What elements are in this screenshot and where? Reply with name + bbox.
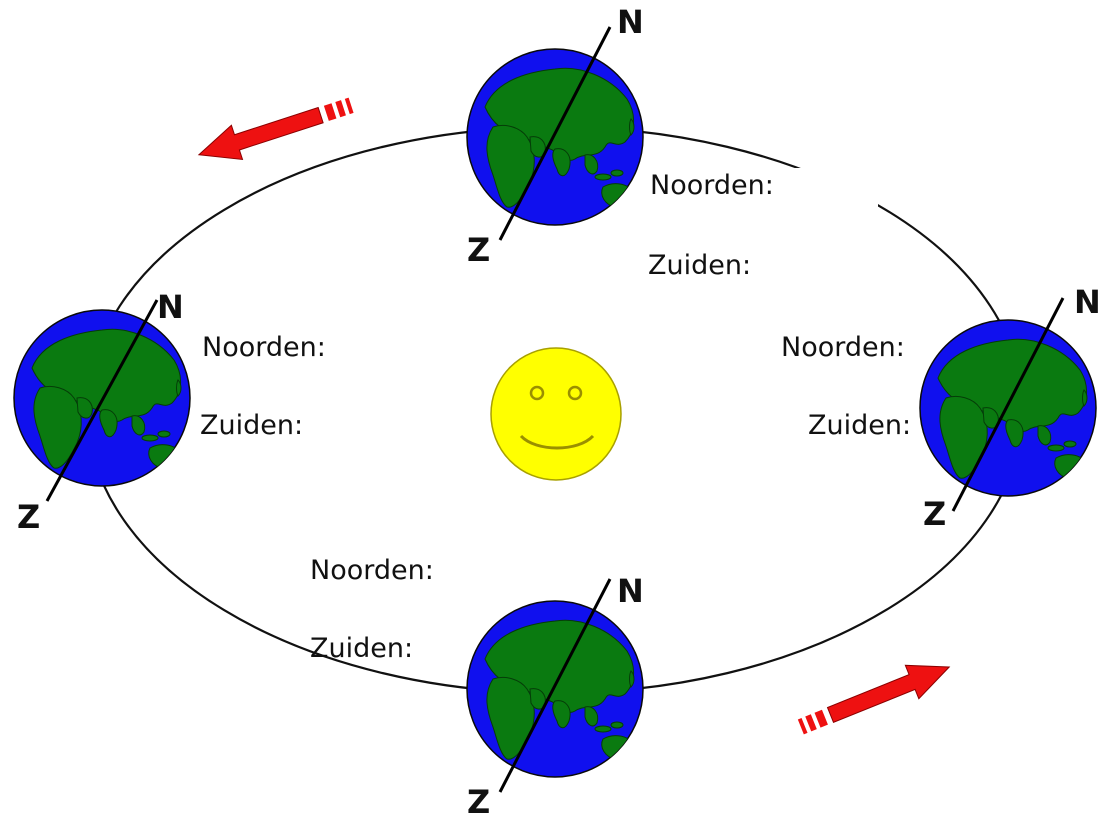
globe-icon — [467, 601, 643, 777]
earth-bottom-pole-south: Z — [467, 783, 490, 816]
earth-right: N Z — [920, 283, 1098, 533]
earth-top-pole-south: Z — [467, 231, 490, 269]
arrow-left-icon — [197, 97, 354, 161]
smiley-sun-icon — [490, 347, 622, 481]
earth-bottom: N Z — [467, 572, 644, 820]
earth-left: N Z — [14, 288, 190, 536]
earth-right-pole-north: N — [1074, 283, 1098, 321]
earth-top-south-label: Zuiden: — [648, 250, 752, 281]
earth-top-pole-north: N — [617, 3, 644, 41]
earth-bottom-south-label: Zuiden: — [310, 633, 414, 664]
earth-left-south-label: Zuiden: — [200, 410, 304, 441]
earth-right-north-label: Noorden: — [781, 332, 905, 363]
globe-icon — [467, 49, 643, 225]
earth-top-north-label: Noorden: — [650, 170, 774, 201]
earth-bottom-north-label: Noorden: — [310, 555, 434, 586]
earth-top: N Z — [467, 3, 644, 269]
earth-left-pole-south: Z — [17, 498, 40, 536]
earth-right-pole-south: Z — [923, 495, 946, 533]
earth-right-south-label: Zuiden: — [808, 410, 912, 441]
earth-left-pole-north: N — [157, 288, 184, 326]
earth-bottom-pole-north: N — [617, 572, 644, 610]
arrow-right-icon — [797, 664, 951, 735]
globe-icon — [920, 320, 1096, 496]
earth-left-north-label: Noorden: — [202, 332, 326, 363]
